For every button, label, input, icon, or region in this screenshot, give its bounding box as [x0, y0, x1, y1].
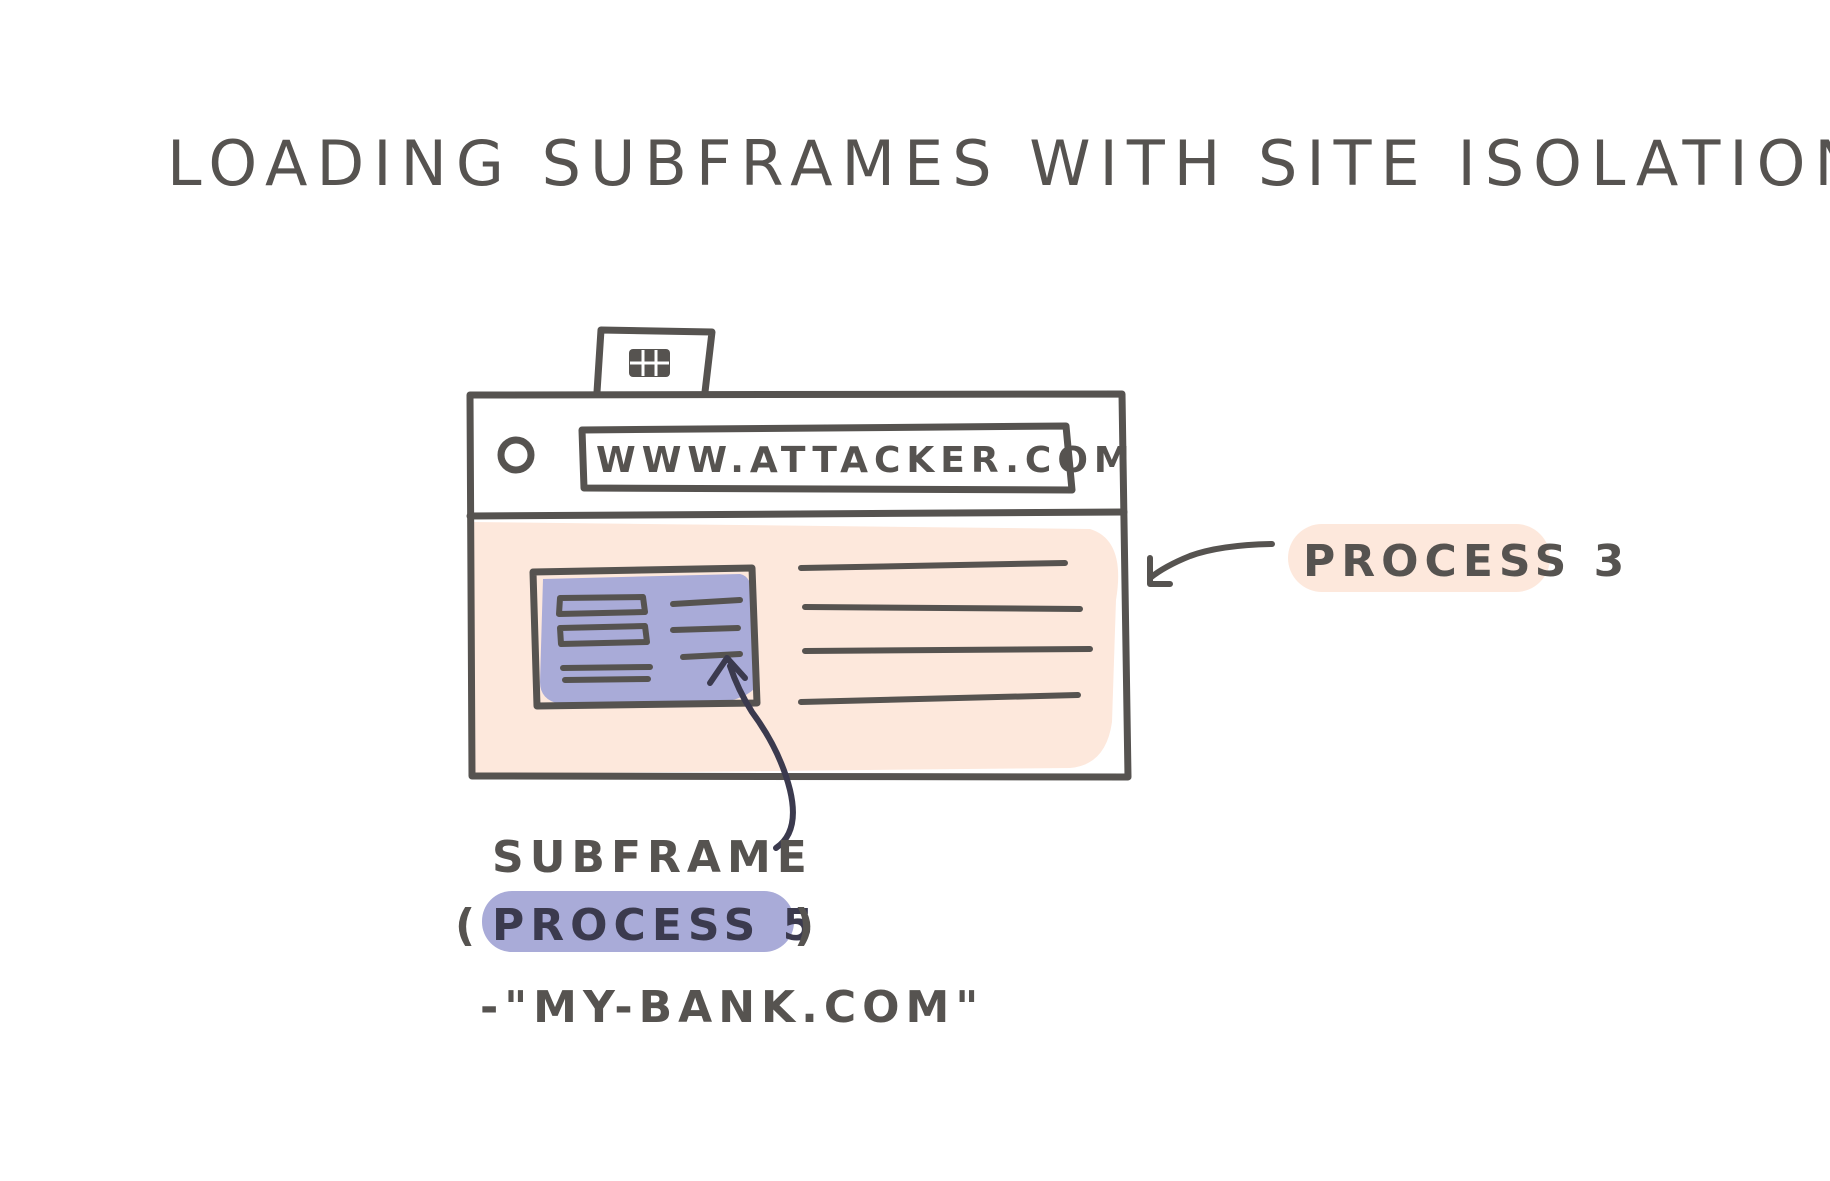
subframe-site-text: -"MY-BANK.COM"	[480, 982, 984, 1033]
subframe	[529, 564, 761, 710]
grid-icon	[629, 349, 670, 377]
address-bar: WWW.ATTACKER.COM	[497, 422, 1136, 494]
process5-highlight	[482, 891, 794, 952]
url-text: WWW.ATTACKER.COM	[596, 440, 1136, 481]
subframe-arrow	[707, 655, 796, 851]
reload-icon	[497, 436, 535, 474]
subframe-labels: SUBFRAME ( PROCESS 5 ) -"MY-BANK.COM"	[455, 832, 984, 1033]
process3-highlight	[1288, 524, 1550, 592]
process3-arrow	[1147, 541, 1275, 587]
browser-window	[466, 390, 1132, 781]
diagram-title: LOADING SUBFRAMES WITH SITE ISOLATION	[167, 127, 1830, 200]
subframe-text: SUBFRAME	[492, 832, 813, 883]
process3-text: PROCESS 3	[1303, 536, 1630, 587]
browser-tab	[593, 326, 716, 396]
process5-close-paren: )	[794, 900, 820, 951]
process3-label: PROCESS 3	[1288, 524, 1630, 592]
process5-open-paren: (	[455, 900, 481, 951]
main-frame-content	[798, 560, 1093, 705]
process5-text: PROCESS 5	[492, 900, 819, 951]
